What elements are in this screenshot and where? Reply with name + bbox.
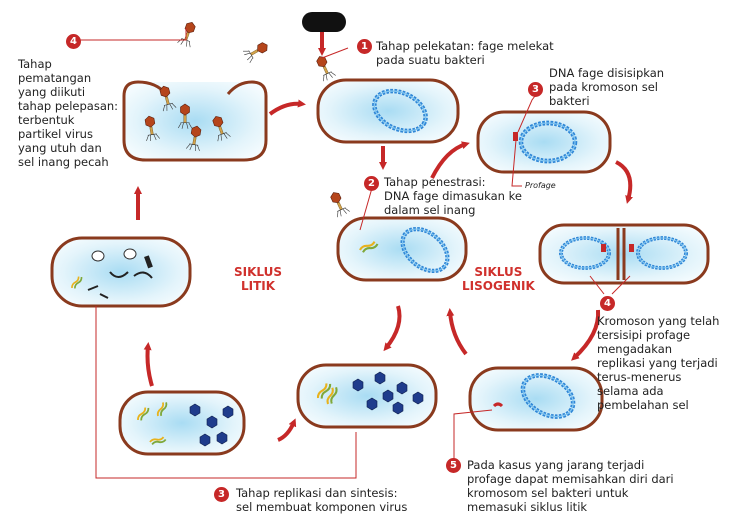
step-4-lytic-label: Tahap pematangan yang diikuti tahap pele…	[18, 57, 119, 169]
lytic-cycle-label: SIKLUS LITIK	[234, 265, 283, 293]
cell-replication-2	[118, 390, 246, 456]
cell-lysogenic-insert	[476, 110, 612, 174]
cell-replication-1	[296, 363, 438, 429]
lysogenic-step-5-label: Pada kasus yang jarang terjadi profage d…	[467, 458, 674, 514]
cell-penetration	[336, 216, 468, 280]
lysogenic-cycle-label: SIKLUS LISOGENIK	[462, 265, 535, 293]
step-1-label: Tahap pelekatan: fage melekat pada suatu…	[376, 39, 554, 67]
cell-assembly	[50, 236, 192, 308]
step-1-badge: 1	[357, 39, 372, 54]
cell-lysogenic-division	[538, 223, 710, 285]
step-3-label: Tahap replikasi dan sintesis: sel membua…	[236, 486, 408, 514]
lysogenic-step-4-badge: 4	[600, 296, 615, 311]
step-3-badge: 3	[214, 487, 229, 502]
black-bacterium	[302, 12, 346, 32]
step-2-label: Tahap penestrasi: DNA fage dimasukan ke …	[384, 175, 522, 217]
lysogenic-step-3-badge: 3	[528, 82, 543, 97]
step-4-lytic-badge: 4	[66, 34, 81, 49]
lysogenic-step-4-label: Kromoson yang telah tersisipi profage me…	[597, 314, 720, 412]
cell-lysis	[122, 80, 268, 162]
profage-label: Profage	[525, 181, 556, 190]
cell-attachment	[316, 78, 460, 144]
cycle-arrows	[134, 32, 633, 442]
lysogenic-step-3-label: DNA fage disisipkan pada kromoson sel ba…	[549, 66, 665, 108]
lysogenic-step-5-badge: 5	[446, 458, 461, 473]
cell-lysogenic-excision	[468, 367, 604, 432]
step-2-badge: 2	[364, 176, 379, 191]
